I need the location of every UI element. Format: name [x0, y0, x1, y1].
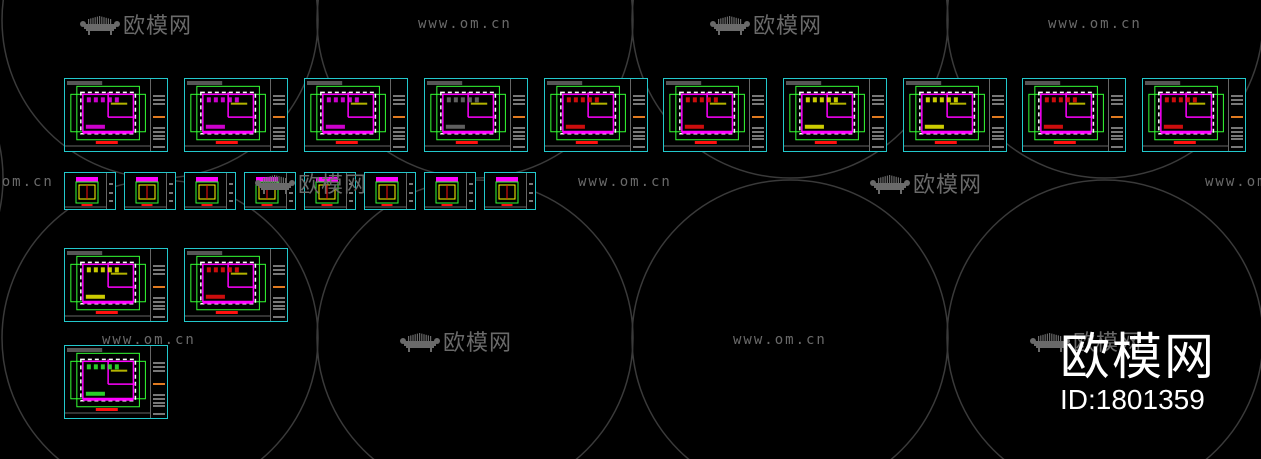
- model-id-badge: 欧模网 ID:1801359: [1060, 330, 1216, 416]
- title-block: [406, 173, 415, 209]
- title-block: [270, 79, 287, 151]
- sheet-lighting-plan[interactable]: [903, 78, 1007, 152]
- watermark-url: www.om.cn: [1205, 174, 1261, 190]
- watermark-logo: 欧模网: [710, 8, 822, 40]
- title-block: [526, 173, 535, 209]
- title-block: [150, 249, 167, 321]
- title-block: [346, 173, 355, 209]
- sheet-elevation-f[interactable]: [364, 172, 416, 210]
- floor-plan-drawing: [664, 81, 752, 147]
- floor-plan-drawing: [365, 177, 409, 208]
- badge-id: ID:1801359: [1060, 384, 1205, 415]
- title-block: [226, 173, 235, 209]
- watermark-url: www.om.cn: [102, 332, 196, 348]
- watermark-logo: 欧模网: [255, 167, 367, 199]
- title-block: [106, 173, 115, 209]
- title-block: [150, 346, 167, 418]
- title-block: [1108, 79, 1125, 151]
- floor-plan-drawing: [904, 81, 992, 147]
- title-block: [466, 173, 475, 209]
- sheet-ceiling-plan[interactable]: [783, 78, 887, 152]
- watermark-logo-text: 欧模网: [443, 331, 513, 356]
- sheet-floor-plan-original[interactable]: [64, 78, 168, 152]
- title-block: [630, 79, 647, 151]
- floor-plan-drawing: [125, 177, 169, 208]
- sheet-elevation-e[interactable]: [304, 172, 356, 210]
- sheet-elevation-d[interactable]: [244, 172, 296, 210]
- watermark-url: www.om.cn: [0, 174, 54, 190]
- title-block: [150, 79, 167, 151]
- floor-plan-drawing: [485, 177, 529, 208]
- watermark-logo-text: 欧模网: [123, 14, 193, 39]
- sheet-elevation-g[interactable]: [424, 172, 476, 210]
- sheet-drainage-plan[interactable]: [64, 345, 168, 419]
- floor-plan-drawing: [65, 177, 109, 208]
- sheet-index-plan[interactable]: [1142, 78, 1246, 152]
- watermark-url: www.om.cn: [733, 332, 827, 348]
- floor-plan-drawing: [305, 81, 393, 147]
- floor-plan-drawing: [1143, 81, 1231, 147]
- title-block: [166, 173, 175, 209]
- watermark-logo: 欧模网: [400, 325, 512, 357]
- sheet-demolition-plan[interactable]: [184, 78, 288, 152]
- floor-plan-drawing: [784, 81, 872, 147]
- watermark-logo: 欧模网: [80, 8, 192, 40]
- title-block: [749, 79, 766, 151]
- watermark-logo: 欧模网: [870, 167, 982, 199]
- watermark-logo-text: 欧模网: [1073, 331, 1143, 356]
- title-block: [1228, 79, 1245, 151]
- title-block: [270, 249, 287, 321]
- sheet-water-supply-plan[interactable]: [64, 248, 168, 322]
- watermark-url: www.om.cn: [1048, 16, 1142, 32]
- sheet-floor-material-plan[interactable]: [424, 78, 528, 152]
- floor-plan-drawing: [1023, 81, 1111, 147]
- floor-plan-drawing: [305, 177, 349, 208]
- floor-plan-drawing: [185, 251, 273, 317]
- sheet-electrical-circuit-plan[interactable]: [184, 248, 288, 322]
- watermark-logo-text: 欧模网: [913, 173, 983, 198]
- sheet-socket-plan[interactable]: [1022, 78, 1126, 152]
- floor-plan-drawing: [65, 251, 153, 317]
- floor-plan-drawing: [65, 348, 153, 414]
- floor-plan-drawing: [65, 81, 153, 147]
- floor-plan-drawing: [545, 81, 633, 147]
- watermark-url: www.om.cn: [578, 174, 672, 190]
- title-block: [989, 79, 1006, 151]
- watermark-logo: 欧模网: [1030, 325, 1142, 357]
- watermark-logo-text: 欧模网: [298, 173, 368, 198]
- floor-plan-drawing: [185, 177, 229, 208]
- sheet-elevation-c[interactable]: [184, 172, 236, 210]
- title-block: [869, 79, 886, 151]
- sheet-wall-construction-plan[interactable]: [663, 78, 767, 152]
- floor-plan-drawing: [425, 81, 513, 147]
- watermark-url: www.om.cn: [418, 16, 512, 32]
- badge-title: 欧模网: [1060, 328, 1216, 386]
- title-block: [390, 79, 407, 151]
- sheet-layout-plan[interactable]: [304, 78, 408, 152]
- title-block: [510, 79, 527, 151]
- sheet-furniture-plan[interactable]: [544, 78, 648, 152]
- sheet-elevation-h[interactable]: [484, 172, 536, 210]
- floor-plan-drawing: [425, 177, 469, 208]
- sheet-elevation-b[interactable]: [124, 172, 176, 210]
- watermark-logo-text: 欧模网: [753, 14, 823, 39]
- sheet-elevation-a[interactable]: [64, 172, 116, 210]
- floor-plan-drawing: [185, 81, 273, 147]
